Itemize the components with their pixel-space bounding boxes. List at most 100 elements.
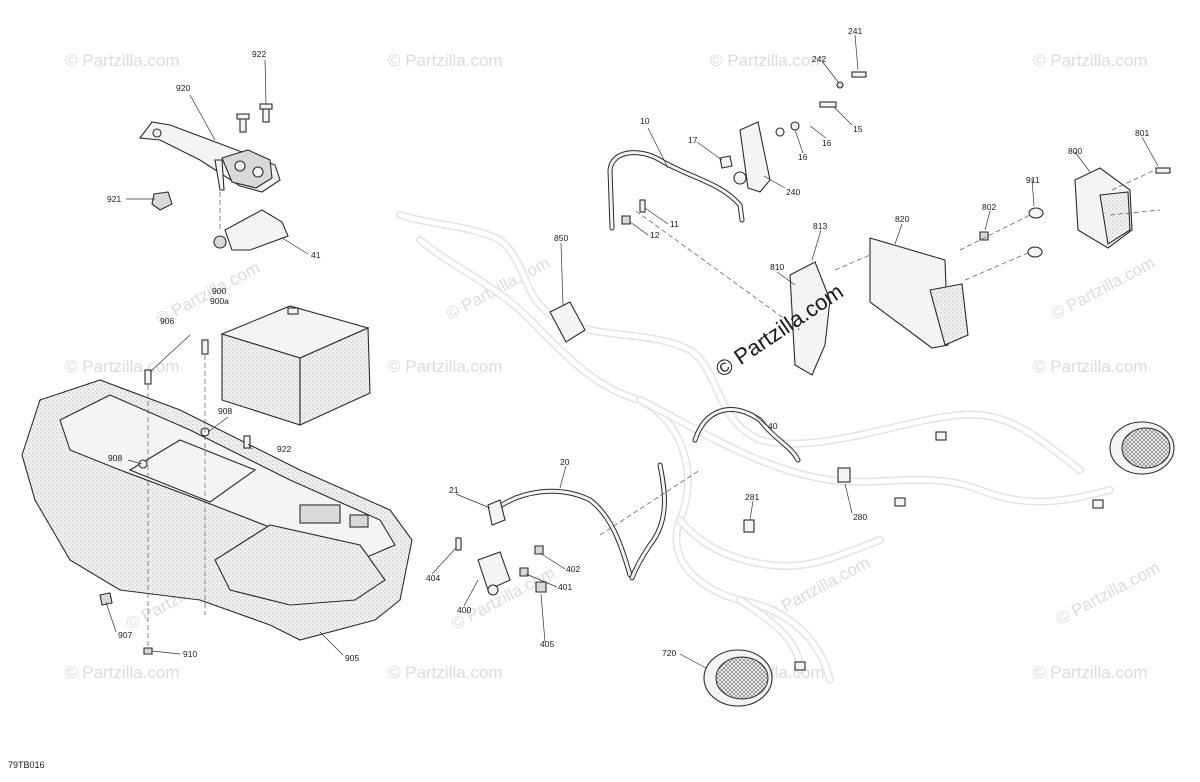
callout-label: 906: [160, 316, 174, 326]
terminal-ring: [213, 235, 227, 249]
callout-label: 280: [853, 512, 867, 522]
callout-label: 922: [252, 49, 266, 59]
watermark: © Partzilla.com: [65, 51, 180, 70]
watermark: © Partzilla.com: [65, 357, 180, 376]
nut-907: [99, 592, 113, 606]
harness-clips: [743, 431, 1104, 671]
watermark: © Partzilla.com: [388, 357, 503, 376]
harness-connector: [794, 661, 806, 671]
callout-label: 17: [688, 135, 698, 145]
callout-label: 241: [848, 26, 862, 36]
callout-label: 910: [183, 649, 197, 659]
bolt-801: [1155, 167, 1171, 174]
callout-label: 911: [1026, 175, 1040, 185]
grommet-911: [1028, 207, 1044, 219]
module-800-face: [1099, 191, 1131, 245]
starter-cables: [455, 462, 667, 596]
callout-label: 41: [311, 250, 321, 260]
bolt-922: [262, 107, 270, 123]
watermark: © Partzilla.com: [710, 51, 825, 70]
nut-921: [151, 191, 173, 211]
callout-labels: 922 920 921 41 900 900a 906 908 908 922 …: [107, 26, 1149, 663]
callout-label: 900a: [210, 296, 229, 306]
callout-label: 850: [554, 233, 568, 243]
mount-hole: [252, 166, 264, 178]
connector-body: [549, 301, 586, 343]
cable-40: [692, 407, 801, 463]
nut-802: [979, 231, 989, 241]
bracket-leg: [214, 159, 225, 191]
callout-label: 720: [662, 648, 676, 658]
washer-242: [836, 81, 844, 89]
ghost-frame-harness: [396, 211, 1114, 684]
callout-label: 281: [745, 492, 759, 502]
nut-402: [534, 545, 544, 555]
callout-label: 820: [895, 214, 909, 224]
callout-label: 401: [558, 582, 572, 592]
bolt-906: [201, 339, 209, 355]
watermark: © Partzilla.com: [1033, 357, 1148, 376]
washer-16: [790, 121, 800, 131]
fan-grille: [715, 656, 769, 700]
watermark: © Partzilla.com: [1048, 253, 1158, 324]
callout-label: 905: [345, 653, 359, 663]
fan-right: [1109, 421, 1175, 475]
bolt: [239, 117, 247, 133]
nut-17: [719, 155, 733, 169]
bracket-eye: [733, 171, 747, 185]
bolt-head: [259, 103, 273, 110]
diagram-code: 79TB016: [8, 760, 45, 770]
nut-12: [621, 215, 631, 225]
upper-bracket-assembly: [138, 103, 289, 251]
washer-16: [775, 127, 785, 137]
fan-grille: [1121, 427, 1171, 469]
callout-label: 40: [768, 421, 778, 431]
callout-label: 802: [982, 202, 996, 212]
bolt-922: [243, 435, 251, 449]
callout-label: 20: [560, 457, 570, 467]
harness-connector: [1092, 499, 1104, 509]
solenoid-mount: [487, 584, 499, 596]
watermark: © Partzilla.com: [1053, 558, 1163, 629]
callout-label: 907: [118, 630, 132, 640]
bracket-810: [789, 261, 831, 376]
nut-401: [519, 567, 529, 577]
harness-clip-281: [743, 519, 755, 533]
bolt-241: [851, 71, 867, 78]
callout-label: 800: [1068, 146, 1082, 156]
watermark: © Partzilla.com: [1033, 663, 1148, 682]
callout-label: 920: [176, 83, 190, 93]
bolt-11: [639, 199, 646, 213]
watermark: © Partzilla.com: [388, 663, 503, 682]
terminal-21: [487, 499, 506, 526]
tray-floor: [128, 439, 257, 503]
callout-label: 402: [566, 564, 580, 574]
fan-720: [703, 649, 773, 707]
callout-label: 908: [108, 453, 122, 463]
battery-900: [220, 305, 371, 426]
tray-assembly: [21, 339, 413, 655]
callout-label: 908: [218, 406, 232, 416]
watermark: © Partzilla.com: [65, 663, 180, 682]
clip-910: [143, 647, 153, 655]
battery-terminal-cover-41: [224, 209, 289, 251]
callout-label: 921: [107, 194, 121, 204]
callout-label: 11: [670, 219, 679, 229]
bracket-mount: [221, 149, 273, 189]
solenoid-400: [477, 551, 511, 591]
ground-cable-assembly: [607, 71, 867, 231]
grommet-911: [1027, 246, 1043, 258]
tray-clip: [349, 514, 369, 528]
leader-lines: [105, 34, 1161, 669]
callout-label: 10: [640, 116, 650, 126]
callout-label: 404: [426, 573, 440, 583]
module-820-side: [929, 283, 969, 346]
mount-hole: [234, 160, 246, 172]
callout-label: 16: [798, 152, 808, 162]
callout-label: 900: [212, 286, 226, 296]
callout-label: 12: [650, 230, 660, 240]
bolt-404: [455, 537, 462, 551]
callout-label: 813: [813, 221, 827, 231]
